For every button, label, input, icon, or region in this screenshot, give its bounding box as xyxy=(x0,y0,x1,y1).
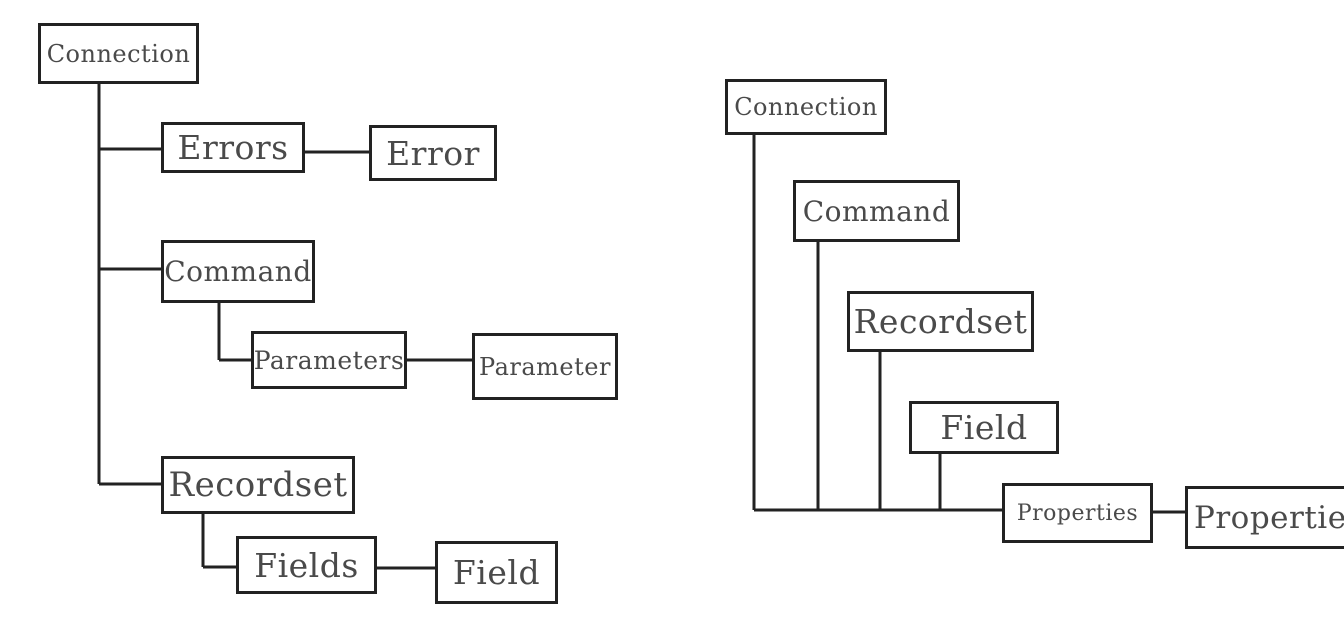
left-fields-node: Fields xyxy=(236,536,377,594)
left-fields-label: Fields xyxy=(254,545,359,585)
left-field-label: Field xyxy=(452,553,541,592)
right-properties-label: Properties xyxy=(1016,500,1139,526)
left-parameter-node: Parameter xyxy=(472,333,618,400)
right-field-node: Field xyxy=(909,401,1059,454)
left-parameters-label: Parameters xyxy=(253,345,405,375)
right-connection-node: Connection xyxy=(725,79,887,135)
left-command-label: Command xyxy=(164,255,312,288)
right-recordset-node: Recordset xyxy=(847,291,1034,352)
right-field-label: Field xyxy=(940,408,1028,447)
left-recordset-label: Recordset xyxy=(168,465,348,505)
left-command-node: Command xyxy=(161,240,315,303)
right-property-label: Propertie xyxy=(1194,499,1344,536)
right-connection-label: Connection xyxy=(734,93,878,121)
right-property-node: Propertie xyxy=(1185,486,1344,549)
left-error-node: Error xyxy=(369,125,497,181)
right-command-node: Command xyxy=(793,180,960,242)
left-error-label: Error xyxy=(386,133,480,173)
left-errors-node: Errors xyxy=(161,122,305,173)
left-field-node: Field xyxy=(435,541,558,604)
left-errors-label: Errors xyxy=(177,128,289,167)
left-parameters-node: Parameters xyxy=(251,331,407,389)
left-parameter-label: Parameter xyxy=(479,352,611,381)
left-connection-label: Connection xyxy=(46,39,191,68)
right-command-label: Command xyxy=(802,194,951,228)
right-recordset-label: Recordset xyxy=(853,302,1028,341)
left-connection-node: Connection xyxy=(38,23,199,84)
right-properties-node: Properties xyxy=(1002,483,1153,543)
left-recordset-node: Recordset xyxy=(161,456,355,514)
